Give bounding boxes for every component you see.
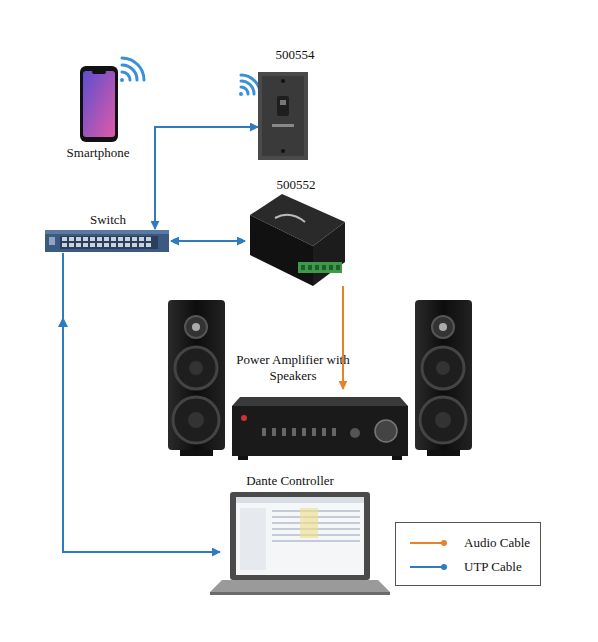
switch-node: Switch bbox=[45, 229, 169, 253]
switch-illustration bbox=[45, 230, 169, 252]
cable-connector bbox=[58, 253, 220, 552]
interface-node: 500552 bbox=[247, 193, 345, 286]
device-label: Dante Controller bbox=[210, 473, 370, 489]
legend-row: UTP Cable bbox=[402, 555, 534, 579]
smartphone-node: Smartphone bbox=[80, 66, 120, 142]
laptop-illustration bbox=[210, 492, 390, 595]
legend-swatch bbox=[402, 561, 452, 573]
cable-connector bbox=[171, 239, 245, 244]
wifi-icon bbox=[239, 75, 260, 96]
wall-plate-illustration bbox=[258, 72, 308, 160]
legend-text: Audio Cable bbox=[464, 535, 530, 551]
wifi-icon bbox=[120, 58, 144, 82]
device-label: Power Amplifier with Speakers bbox=[228, 352, 358, 384]
interface-box-illustration bbox=[250, 194, 345, 286]
device-label: Switch bbox=[58, 212, 158, 228]
device-label: 500554 bbox=[245, 47, 345, 63]
amplifier-illustration bbox=[232, 397, 408, 460]
legend-row: Audio Cable bbox=[402, 531, 534, 555]
device-label: 500552 bbox=[246, 177, 346, 193]
amplifier-node: Power Amplifier with Speakers bbox=[232, 397, 408, 459]
speaker-illustration bbox=[415, 300, 472, 456]
legend-text: UTP Cable bbox=[464, 559, 522, 575]
smartphone-illustration bbox=[80, 66, 118, 142]
cable-connector bbox=[155, 127, 258, 229]
legend-box: Audio CableUTP Cable bbox=[395, 522, 541, 586]
device-label: Smartphone bbox=[38, 145, 158, 161]
speaker-illustration bbox=[168, 300, 225, 456]
legend-swatch bbox=[402, 537, 452, 549]
cable-connector bbox=[343, 286, 344, 389]
wall-plate-node: 500554 bbox=[258, 72, 308, 160]
controller-node: Dante Controller bbox=[220, 492, 376, 592]
